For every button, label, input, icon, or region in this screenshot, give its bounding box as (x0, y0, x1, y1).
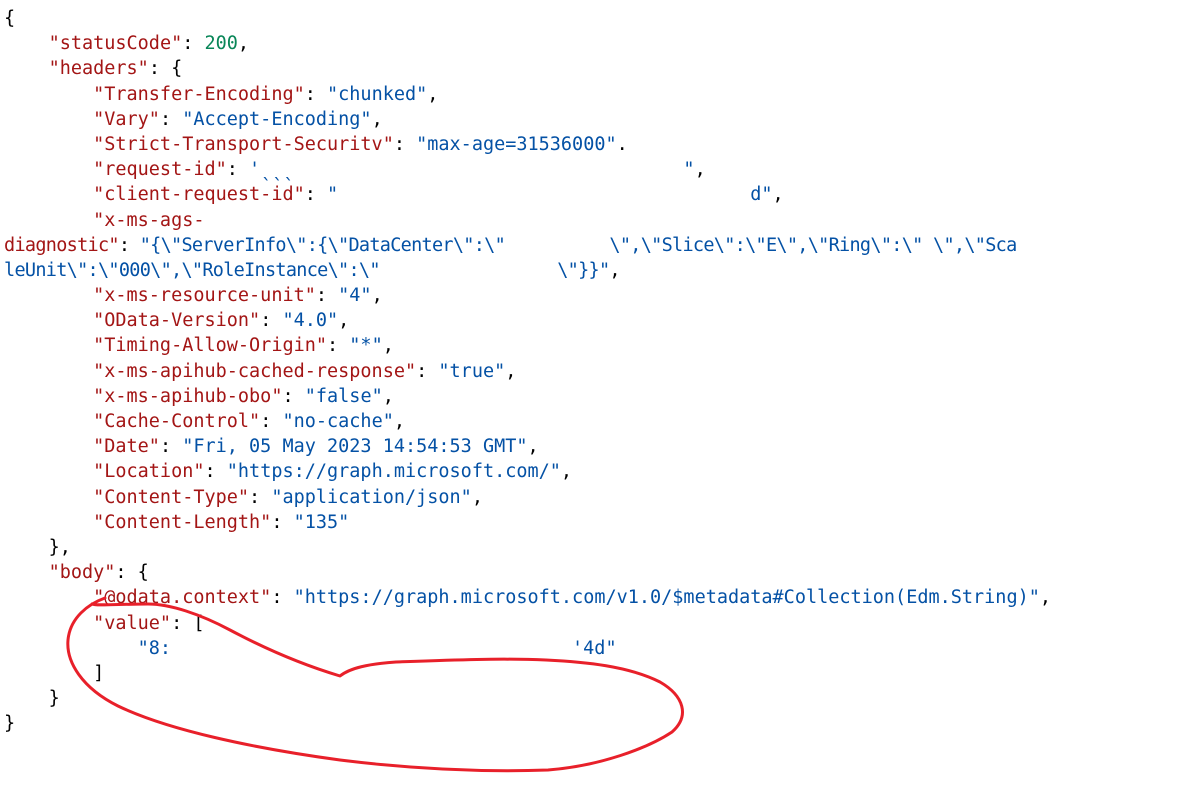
body-close: } (48, 688, 60, 710)
header-line: "x-ms-apihub-cached-response": "true", (93, 360, 517, 382)
status-code-value: 200 (204, 33, 238, 55)
headers-close: }, (48, 536, 71, 558)
header-key: "client-request-id" (93, 184, 305, 206)
diagnostic-value-part1: "{\"ServerInfo\":{\"DataCenter\":\" \",\… (139, 234, 1017, 256)
header-value: "false" (304, 385, 383, 407)
header-value: "*" (349, 335, 383, 357)
header-line: "Transfer-Encoding": "chunked", (93, 83, 439, 105)
header-line: "Location": "https://graph.microsoft.com… (93, 461, 573, 483)
json-open-brace: { (4, 6, 1194, 31)
header-line: "Timing-Allow-Origin": "*", (93, 335, 394, 357)
header-value: "4" (338, 285, 372, 307)
header-value: "true" (438, 360, 506, 382)
header-key: "x-ms-resource-unit" (93, 285, 316, 307)
header-key: "Content-Length" (93, 511, 272, 533)
json-close-brace: } (4, 711, 1194, 736)
status-code-key: "statusCode" (48, 33, 183, 55)
header-line: "OData-Version": "4.0", (93, 310, 350, 332)
array-close: ] (93, 662, 105, 684)
headers-open-line: "headers": { (48, 58, 183, 80)
value-item-redacted: "8: '4d" (137, 637, 617, 659)
header-key: "Transfer-Encoding" (93, 83, 305, 105)
header-value: "max-age=31536000" (416, 133, 617, 155)
header-value: "chunked" (327, 83, 428, 105)
header-line: "Vary": "Accept-Encoding", (93, 108, 383, 130)
header-value: "135" (293, 511, 350, 533)
header-line: "Cache-Control": "no-cache", (93, 411, 405, 432)
body-open-line: "body": { (48, 562, 149, 584)
array-close-line: ] (4, 661, 1194, 686)
open-brace: { (4, 8, 16, 29)
header-key: "Date" (93, 436, 160, 458)
headers-key: "headers" (48, 58, 149, 80)
header-value: "Fri, 05 May 2023 14:54:53 GMT" (182, 436, 528, 458)
header-line: "Date": "Fri, 05 May 2023 14:54:53 GMT", (93, 436, 539, 458)
body-key: "body" (48, 562, 116, 584)
header-key: "x-ms-apihub-cached-response" (93, 360, 417, 382)
header-line: "request-id": 'ˎˎˎ ", (93, 159, 706, 181)
close-brace: } (4, 713, 16, 735)
odata-context-value: "https://graph.microsoft.com/v1.0/$metad… (293, 587, 1040, 609)
diagnostic-key-part2: diagnostic" (4, 234, 120, 256)
header-key: "Vary" (93, 108, 160, 130)
value-item-line: "8: '4d" (4, 636, 1194, 661)
header-line: "x-ms-apihub-obo": "false", (93, 385, 394, 407)
header-value: "no-cache" (282, 411, 394, 432)
header-key: "x-ms-apihub-obo" (93, 385, 283, 407)
value-open-line: "value": [ (93, 612, 205, 634)
header-value: "Accept-Encoding" (182, 108, 372, 130)
header-value: "https://graph.microsoft.com/" (226, 461, 561, 483)
diagnostic-value-line: leUnit\":\"000\",\"RoleInstance\":\" \"}… (4, 259, 621, 281)
header-line: "Content-Type": "application/json", (93, 486, 483, 508)
diagnostic-value-line: diagnostic": "{\"ServerInfo\":{\"DataCen… (4, 234, 1017, 256)
header-key: "Location" (93, 461, 205, 483)
header-key: "OData-Version" (93, 310, 261, 332)
value-key: "value" (93, 612, 172, 634)
header-line: "x-ms-resource-unit": "4", (93, 285, 383, 307)
header-line: "client-request-id": " d", (93, 184, 784, 206)
header-line: "Content-Length": "135" (93, 511, 350, 533)
header-key: "Timing-Allow-Origin" (93, 335, 328, 357)
header-value: "4.0" (282, 310, 339, 332)
header-value: "application/json" (271, 486, 472, 508)
diagnostic-key-part1: "x-ms-ags- (93, 209, 205, 231)
header-key: "Strict-Transport-Securitv" (93, 133, 394, 155)
header-value-redacted: 'ˎˎˎ " (249, 159, 695, 181)
headers-close-line: }, (4, 535, 1194, 560)
body-close-line: } (4, 686, 1194, 711)
odata-context-key: "@odata.context" (93, 587, 272, 609)
diagnostic-value-part2: leUnit\":\"000\",\"RoleInstance\":\" \"}… (4, 259, 610, 281)
header-key: "request-id" (93, 159, 227, 181)
odata-context-line: "@odata.context": "https://graph.microso… (93, 587, 1051, 609)
status-code-line: "statusCode": 200, (48, 33, 250, 55)
header-line: "Strict-Transport-Securitv": "max-age=31… (93, 133, 628, 155)
json-response-view: { "statusCode": 200, "headers": { "Trans… (4, 6, 1194, 736)
header-value-redacted: " d" (327, 184, 773, 206)
header-key: "Cache-Control" (93, 411, 261, 432)
diagnostic-key-line: "x-ms-ags- (4, 208, 1194, 233)
header-key: "Content-Type" (93, 486, 250, 508)
